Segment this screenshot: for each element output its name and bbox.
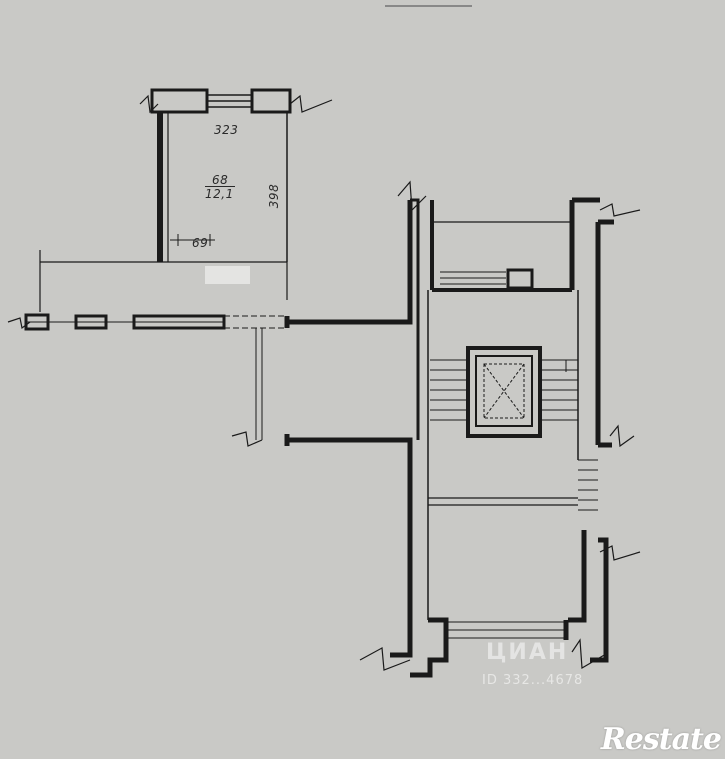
break-mark-right bbox=[289, 94, 333, 113]
room-68 bbox=[139, 88, 333, 263]
room-label-divider bbox=[205, 186, 235, 187]
room-width-dimension: 323 bbox=[214, 123, 239, 137]
wall-lower-right-inner bbox=[568, 530, 587, 623]
break-mark-shaft bbox=[397, 180, 427, 212]
room-number: 68 bbox=[212, 173, 229, 187]
wall-lower-right-outer bbox=[590, 537, 609, 663]
watermark-logo: ЦИАН bbox=[486, 640, 569, 665]
stair-block bbox=[359, 180, 641, 678]
wall-bottom-left bbox=[410, 640, 449, 678]
break-mark-bottom-right bbox=[571, 638, 607, 670]
break-mark-mid bbox=[231, 431, 263, 447]
label-patch bbox=[205, 266, 250, 284]
break-mark-right-low bbox=[599, 545, 641, 561]
break-mark-right-top bbox=[599, 203, 641, 217]
elevator-cross-1 bbox=[483, 363, 525, 419]
room-area: 12,1 bbox=[205, 187, 234, 201]
wall-block-3 bbox=[132, 314, 226, 330]
wall-block-stair bbox=[506, 268, 534, 290]
wall-corridor-upper bbox=[287, 200, 413, 325]
wall-top-left bbox=[150, 88, 209, 114]
break-mark-far-left bbox=[7, 317, 31, 330]
room-height-dimension: 398 bbox=[267, 183, 282, 209]
elevator-shaft-outer bbox=[466, 346, 542, 438]
elevator-cross-2 bbox=[483, 363, 525, 419]
corridor-main bbox=[284, 200, 413, 658]
watermark-id: ID 332...4678 bbox=[482, 673, 584, 688]
small-dimension: 69 bbox=[192, 236, 209, 250]
wall-top-right bbox=[250, 88, 292, 114]
restate-logo: Restate bbox=[600, 722, 722, 757]
wall-block-1 bbox=[24, 313, 50, 331]
corridor-left bbox=[7, 250, 288, 447]
break-mark-left bbox=[139, 94, 159, 114]
wall-shaft-left bbox=[410, 198, 420, 322]
wall-corridor-lower bbox=[287, 437, 413, 658]
break-mark-bottom-left bbox=[359, 647, 411, 671]
wall-bottom-left-corner bbox=[428, 617, 449, 640]
wall-block-2 bbox=[74, 314, 108, 330]
elevator-cabin bbox=[483, 363, 525, 419]
break-mark-right-mid bbox=[609, 424, 635, 448]
